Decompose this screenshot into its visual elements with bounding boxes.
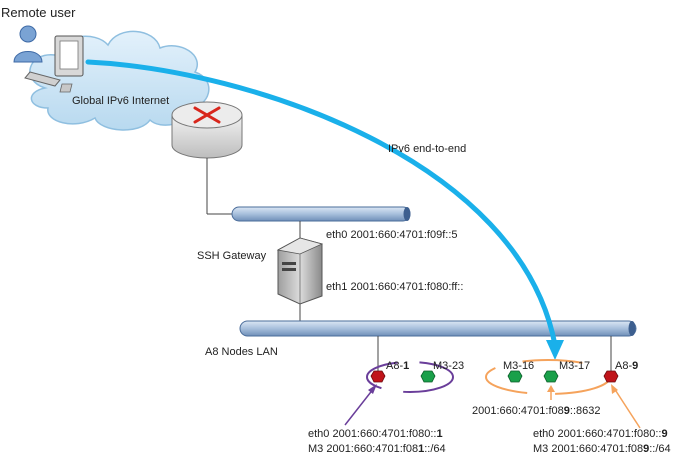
- a8-9-eth0-address: eth0 2001:660:4701:f080::9: [533, 428, 668, 440]
- user-icon: [13, 25, 43, 63]
- a8-1-m3-prefix: M3 2001:660:4701:f081::/64: [308, 443, 446, 455]
- ipv6-arrowhead-icon: [546, 340, 564, 360]
- eth1-gateway-label: eth1 2001:660:4701:f080:ff::: [326, 281, 463, 293]
- m3-17-node-icon: [543, 370, 559, 383]
- m3-17-label: M3-17: [559, 360, 590, 372]
- a8-1-group-outline: [366, 361, 454, 393]
- internet-label: Global IPv6 Internet: [72, 95, 169, 107]
- server-icon: [276, 237, 324, 305]
- a8-9-m3-prefix: M3 2001:660:4701:f089::/64: [533, 443, 671, 455]
- lan-label: A8 Nodes LAN: [205, 346, 278, 358]
- ipv6-arrow: [85, 59, 558, 348]
- m3-23-label: M3-23: [433, 360, 464, 372]
- m3-16-label: M3-16: [503, 360, 534, 372]
- m3-16-node-icon: [507, 370, 523, 383]
- lan-bus: [239, 320, 637, 337]
- a8-1-label: A8-1: [386, 360, 409, 372]
- a8-1-node-icon: [370, 370, 386, 383]
- m3-17-address: 2001:660:4701:f089::8632: [472, 405, 600, 417]
- a8-9-label: A8-9: [615, 360, 638, 372]
- m3-23-node-icon: [420, 370, 436, 383]
- gateway-bus: [231, 206, 411, 222]
- ssh-gateway-label: SSH Gateway: [197, 250, 267, 262]
- remote-user-label: Remote user: [1, 5, 76, 20]
- a8-1-eth0-address: eth0 2001:660:4701:f080::1: [308, 428, 443, 440]
- purple-arrow: [344, 384, 377, 426]
- ipv6-end-to-end-label: IPv6 end-to-end: [388, 143, 466, 155]
- orange-arrows: [547, 384, 641, 429]
- eth0-gateway-label: eth0 2001:660:4701:f09f::5: [326, 229, 458, 241]
- router-icon: [171, 101, 243, 159]
- computer-icon: [24, 35, 84, 93]
- a8-9-node-icon: [603, 370, 619, 383]
